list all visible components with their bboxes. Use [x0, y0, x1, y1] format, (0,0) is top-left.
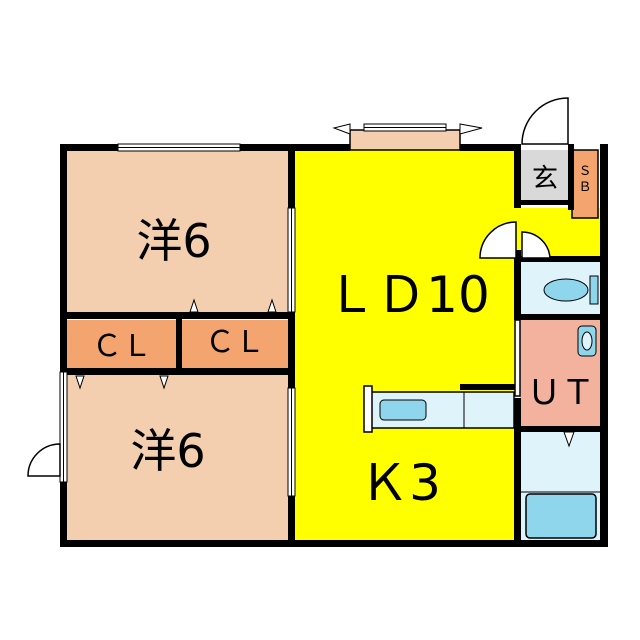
ldk-floor: [290, 150, 516, 542]
toilet-bowl: [543, 278, 589, 302]
western-room-1-floor: [66, 150, 290, 316]
kitchen-label: Ｋ3: [359, 454, 441, 512]
entrance-label: 玄: [531, 164, 558, 194]
walls: [60, 144, 608, 547]
entrance-floor: [520, 150, 570, 204]
western-room-2-floor: [66, 372, 290, 542]
kitchen-counter-end: [363, 385, 373, 433]
closet-2-floor: [180, 320, 288, 370]
windows: [59, 123, 483, 497]
western-room-2-label: 洋6: [130, 424, 206, 478]
closet-door-markers: [75, 298, 277, 390]
shoe-box-floor: [571, 149, 599, 219]
shoe-box-label: ＳＢ: [578, 164, 592, 195]
living-dining-label: ＬＤ10: [326, 266, 490, 324]
toilet-tank: [589, 275, 599, 305]
bay-window: [349, 129, 461, 151]
doors: [27, 97, 569, 477]
closet-1-label: ＣＬ: [92, 329, 152, 364]
closet-2-label: ＣＬ: [205, 325, 265, 360]
bathtub: [525, 493, 597, 539]
utility-label: ＵＴ: [527, 373, 595, 413]
kitchen-sink: [379, 399, 427, 421]
western-room-1-label: 洋6: [136, 214, 212, 268]
closet-1-floor: [66, 320, 176, 370]
